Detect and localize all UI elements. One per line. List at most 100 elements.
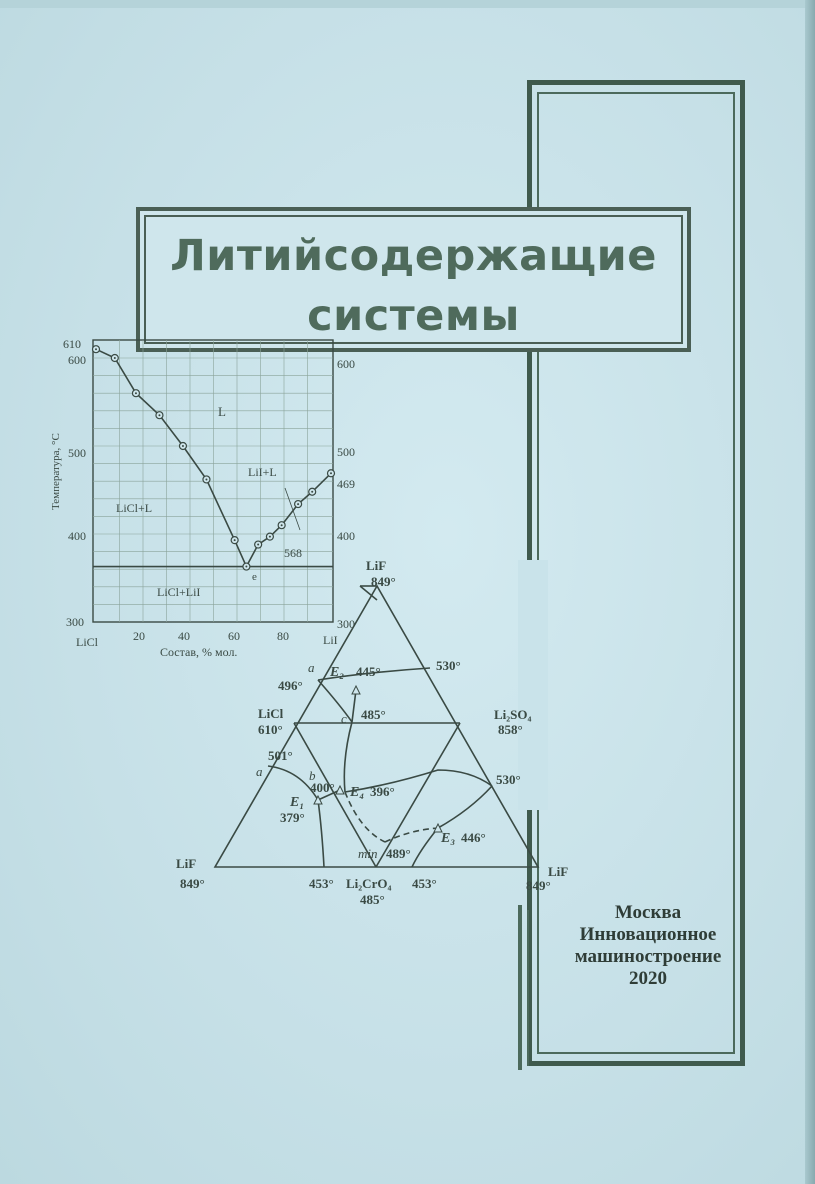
eutectic-label: e bbox=[252, 571, 257, 583]
top-arrow bbox=[359, 585, 378, 601]
label-485: 485° bbox=[361, 707, 386, 722]
licl-label: LiCl bbox=[258, 706, 284, 721]
label-e3: E₃ bbox=[440, 831, 455, 846]
binary-ylabel: Температура, °С bbox=[50, 433, 62, 510]
li2so4-label: Li₂SO₄ bbox=[494, 707, 532, 722]
binary-phase-diagram: 610 600 500 400 300 600 500 469 400 300 … bbox=[50, 337, 355, 659]
curve-e2-530 bbox=[317, 667, 431, 681]
curve-e1-e4 bbox=[317, 789, 341, 801]
label-400: 400° bbox=[310, 780, 335, 795]
ytick-left-610: 610 bbox=[63, 337, 81, 351]
li2cro4-temp: 485° bbox=[360, 892, 385, 907]
curve-e2-c bbox=[351, 689, 357, 723]
region-lii-l: LiI+L bbox=[248, 465, 277, 479]
e2-marker bbox=[351, 684, 361, 695]
xtick-80: 80 bbox=[277, 629, 289, 643]
label-489: 489° bbox=[386, 846, 411, 861]
liquidus-point-dot bbox=[233, 539, 236, 542]
right-temp: 849° bbox=[526, 878, 551, 893]
region-licl-l: LiCl+L bbox=[116, 501, 152, 515]
liquidus-licl bbox=[95, 348, 248, 567]
liquidus-point-dot bbox=[297, 503, 300, 506]
curve-e1-453 bbox=[317, 799, 325, 868]
label-530-top: 530° bbox=[436, 658, 461, 673]
frame-bar-2 bbox=[527, 910, 529, 1066]
right-vertex: LiF bbox=[548, 864, 568, 879]
curve-c-e4 bbox=[343, 721, 353, 793]
label-453-left: 453° bbox=[309, 876, 334, 891]
curve-e3-530 bbox=[437, 785, 493, 829]
liquidus-point-dot bbox=[113, 357, 116, 359]
label-e4: E₄ bbox=[349, 785, 364, 800]
label-b: b bbox=[309, 768, 316, 783]
title-line-2: системы bbox=[307, 291, 520, 341]
curve-min-e3-dashed bbox=[384, 827, 439, 843]
ytick-right-300: 300 bbox=[337, 617, 355, 631]
lii-l-pointer bbox=[284, 487, 301, 531]
curve-a-e1 bbox=[267, 765, 319, 801]
label-e1: E₁ bbox=[289, 795, 304, 810]
e4-marker bbox=[335, 784, 345, 795]
ytick-left-300: 300 bbox=[66, 615, 84, 629]
ytick-right-400: 400 bbox=[337, 529, 355, 543]
ytick-left-600: 600 bbox=[68, 353, 86, 367]
curve-a-c bbox=[317, 679, 353, 723]
liquidus-point-dot bbox=[181, 445, 184, 447]
curve-min-dashed bbox=[344, 791, 386, 843]
label-379: 379° bbox=[280, 810, 305, 825]
publisher-year: 2020 bbox=[629, 968, 667, 989]
liquidus-point-dot bbox=[311, 490, 314, 493]
binary-grid bbox=[93, 340, 333, 622]
frame-bar-1 bbox=[518, 905, 522, 1070]
liquidus-point-dot bbox=[95, 348, 97, 351]
e3-marker bbox=[433, 822, 443, 833]
label-a-top: a bbox=[308, 660, 315, 675]
li2so4-li2cro4-line bbox=[375, 722, 461, 868]
liquidus-point-dot bbox=[257, 543, 260, 546]
label-e2: E₂ bbox=[329, 665, 344, 680]
liquidus-point-dot bbox=[330, 472, 332, 475]
label-c: c bbox=[341, 711, 347, 726]
label-501: 501° bbox=[268, 748, 293, 763]
cover-top-edge bbox=[0, 0, 815, 8]
left-temp: 849° bbox=[180, 876, 205, 891]
liquidus-point-dot bbox=[158, 414, 161, 417]
top-temp: 849° bbox=[371, 574, 396, 589]
curve-e3-453 bbox=[411, 827, 439, 868]
left-vertex: LiF bbox=[176, 856, 196, 871]
region-l: L bbox=[218, 404, 226, 419]
frame-gap-left bbox=[518, 560, 548, 810]
ytick-right-600: 600 bbox=[337, 357, 355, 371]
liquidus-point-dot bbox=[268, 535, 271, 538]
title-line-1: Литийсодержащие bbox=[170, 231, 657, 281]
liquidus-point-dot bbox=[134, 392, 137, 395]
li2so4-temp: 858° bbox=[498, 722, 523, 737]
label-e3-temp: 446° bbox=[461, 830, 486, 845]
publisher-city: Москва bbox=[614, 902, 682, 923]
publisher-name-2: машиностроение bbox=[574, 946, 722, 967]
label-a-left: a bbox=[256, 764, 263, 779]
ytick-right-500: 500 bbox=[337, 445, 355, 459]
x-component-licl: LiCl bbox=[76, 635, 99, 649]
binary-data-points bbox=[91, 345, 336, 571]
ternary-labels: LiF 849° LiF 849° LiF 849° LiCl 610° Li₂… bbox=[176, 558, 568, 907]
curve-e4-530 bbox=[344, 769, 493, 793]
ytick-left-500: 500 bbox=[68, 446, 86, 460]
xtick-60: 60 bbox=[228, 629, 240, 643]
liquidus-point-dot bbox=[245, 565, 248, 568]
top-vertex: LiF bbox=[366, 558, 386, 573]
cover-right-edge bbox=[805, 0, 815, 1184]
label-min: min bbox=[358, 846, 378, 861]
e1-marker bbox=[313, 794, 323, 805]
label-e2-temp: 445° bbox=[356, 664, 381, 679]
eutectic-value: 568 bbox=[284, 546, 302, 560]
xtick-40: 40 bbox=[178, 629, 190, 643]
ytick-left-400: 400 bbox=[68, 529, 86, 543]
licl-temp: 610° bbox=[258, 722, 283, 737]
binary-xlabel: Состав, % мол. bbox=[160, 645, 237, 659]
publisher-name-1: Инновационное bbox=[579, 924, 717, 945]
label-496: 496° bbox=[278, 678, 303, 693]
publisher-block: Москва Инновационное машиностроение 2020 bbox=[553, 902, 743, 990]
